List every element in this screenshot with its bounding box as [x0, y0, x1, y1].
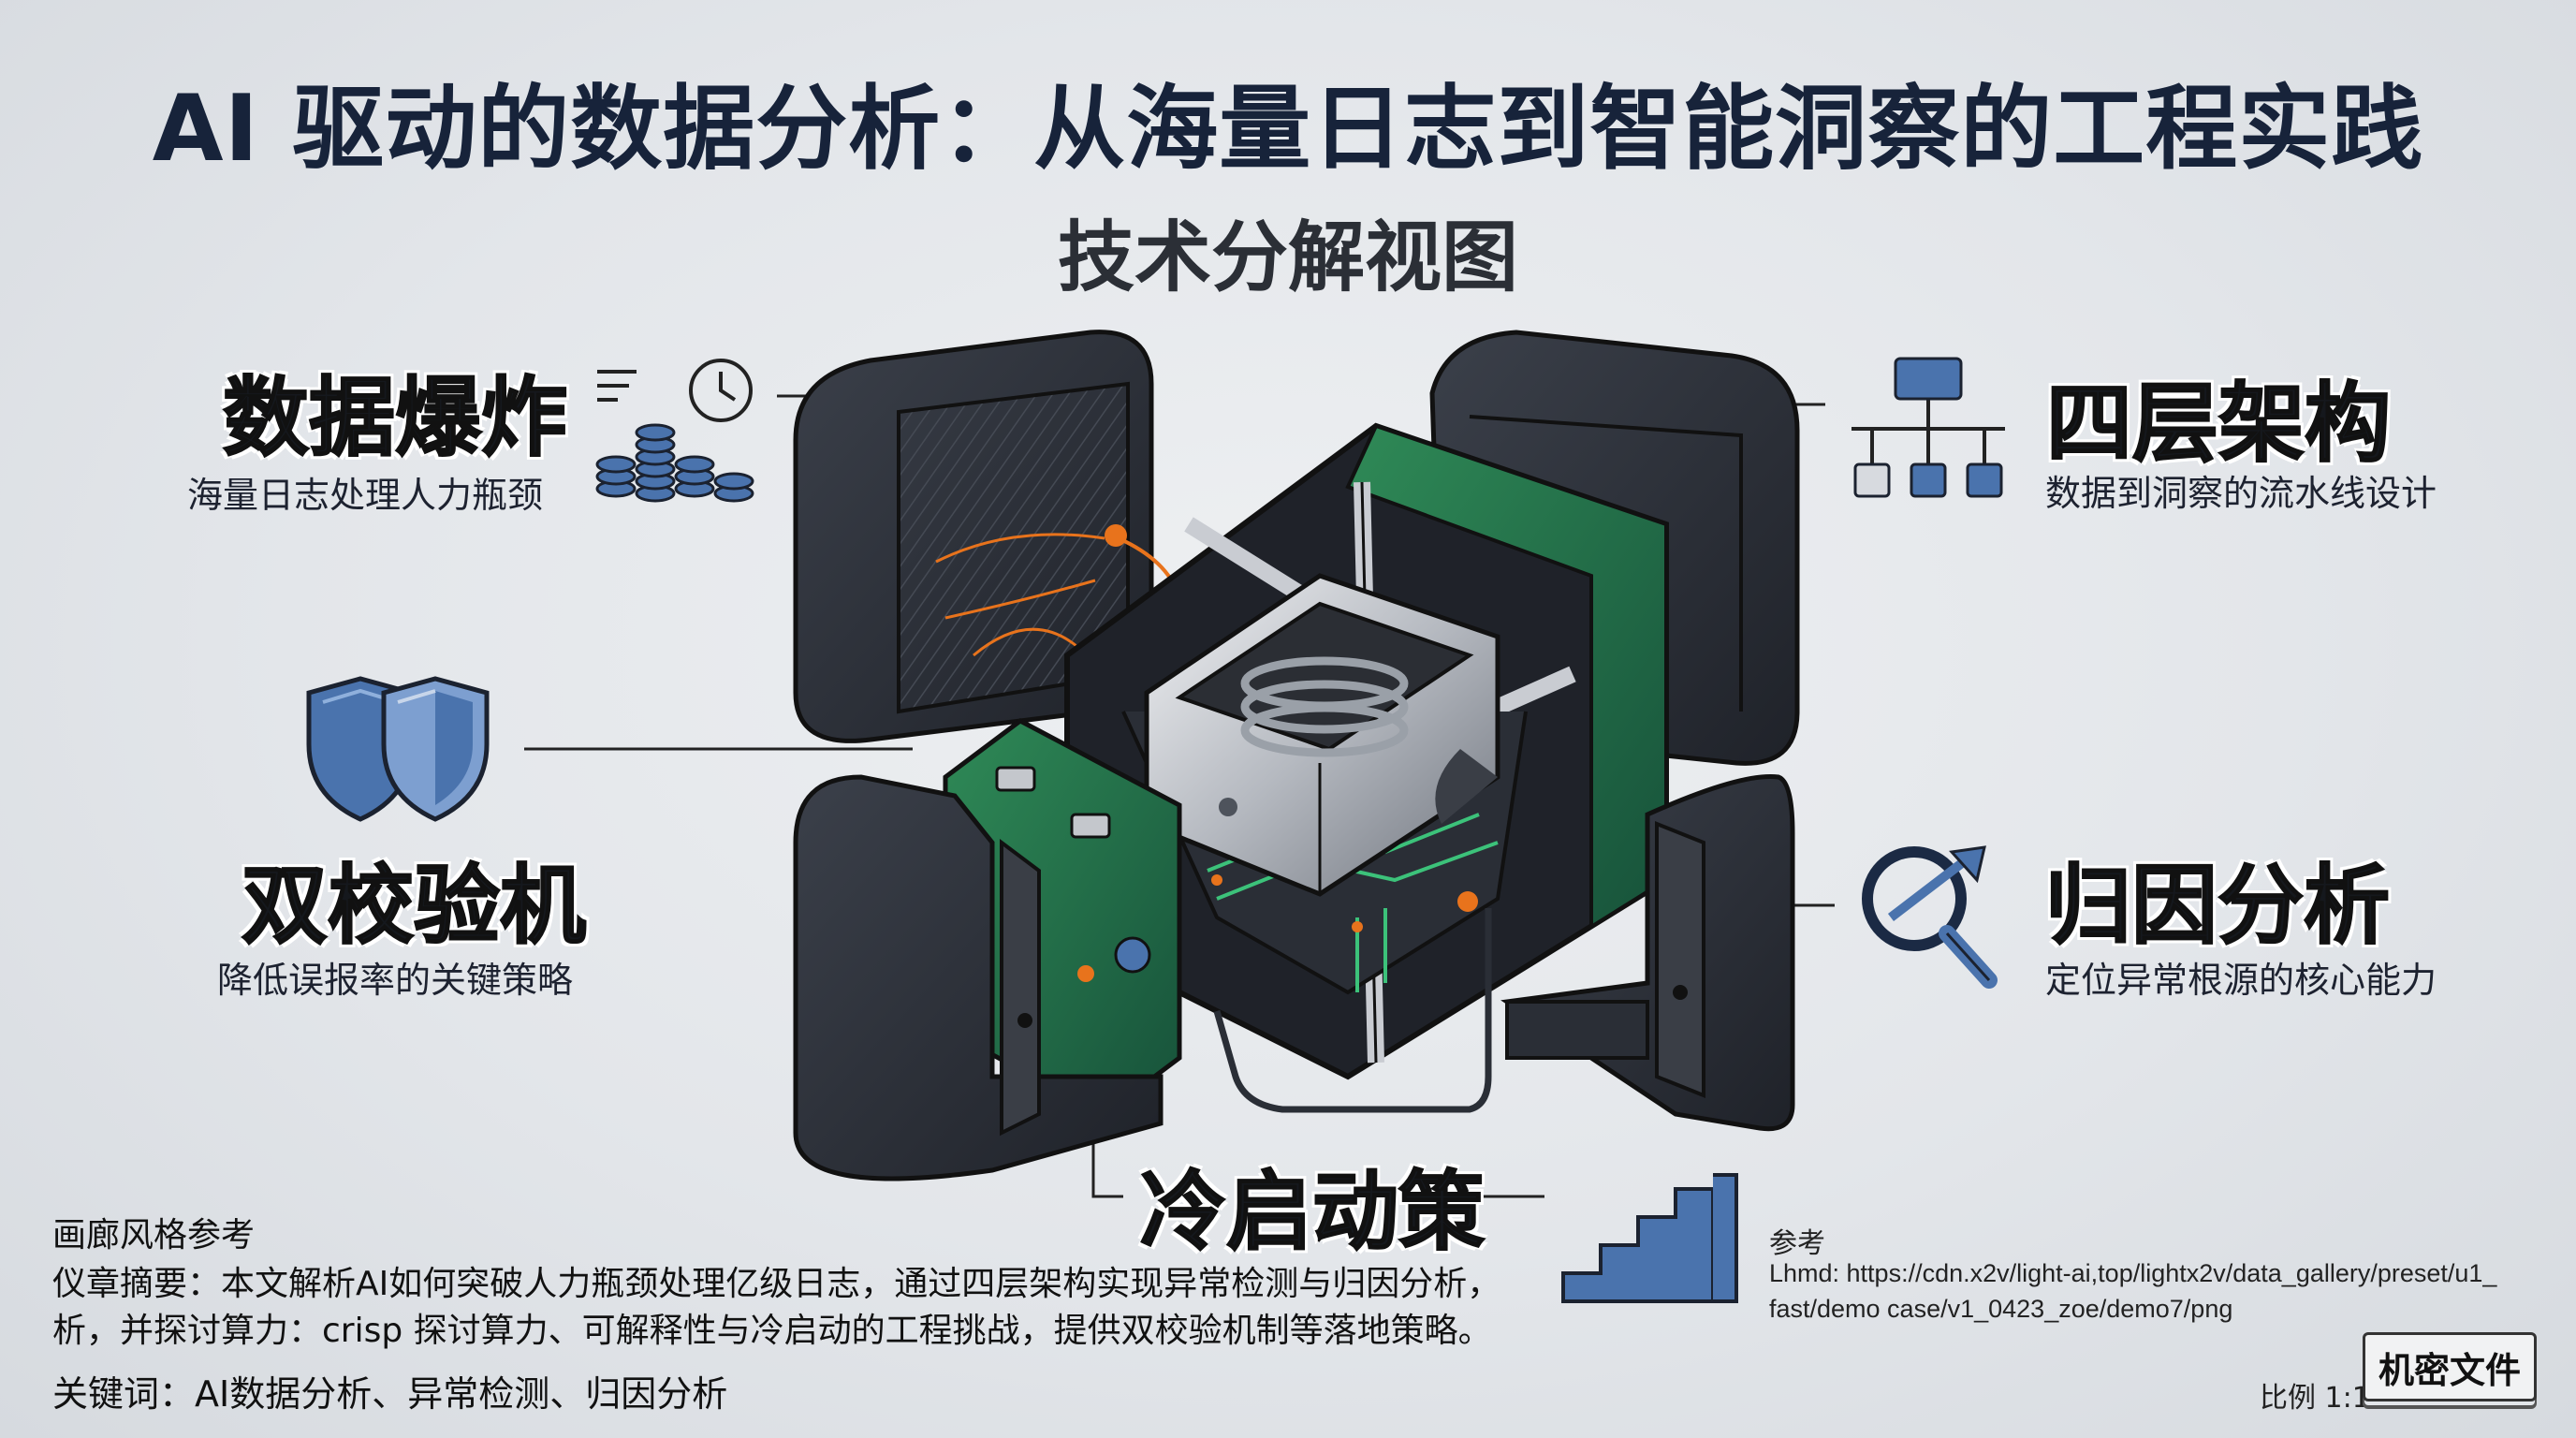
metal-core-module	[1144, 573, 1500, 897]
feature-title-four-layer: 四层架构	[2045, 373, 2392, 475]
abstract-line-1: 仪章摘要：本文解析AI如何突破人力瓶颈处理亿级日志，通过四层架构实现异常检测与归…	[52, 1265, 1501, 1303]
connector-cable	[1213, 908, 1492, 1113]
reference-line-1: Lhmd: https://cdn.x2v/light-ai,top/light…	[1769, 1259, 2497, 1287]
feature-title-attribution: 归因分析	[2044, 855, 2391, 957]
feature-subtitle-data-explosion: 海量日志处理人力瓶颈	[187, 475, 544, 516]
feature-title-dual-check: 双校验机	[241, 855, 587, 957]
feature-subtitle-dual-check: 降低误报率的关键策略	[217, 960, 574, 1001]
bottom-left-shell-panel	[793, 774, 1164, 1181]
feature-title-cold-start: 冷启动策	[1139, 1161, 1486, 1263]
feature-title-data-explosion: 数据爆炸	[222, 367, 568, 469]
feature-subtitle-attribution: 定位异常根源的核心能力	[2045, 960, 2437, 1001]
keywords-line: 关键词：AI数据分析、异常检测、归因分析	[52, 1373, 728, 1415]
page-title: AI 驱动的数据分析：从海量日志到智能洞察的工程实践	[152, 76, 2424, 183]
bottom-right-shell-panel	[1500, 774, 1795, 1132]
reference-heading: 参考	[1769, 1228, 1825, 1259]
scale-label: 比例 1:1	[2260, 1382, 2370, 1415]
hierarchy-tree-icon	[1852, 357, 2005, 498]
abstract-line-2: 析，并探讨算力：crisp 探讨算力、可解释性与冷启动的工程挑战，提供双校验机制…	[52, 1312, 1492, 1350]
page-subtitle: 技术分解视图	[1057, 213, 1518, 302]
feature-subtitle-four-layer: 数据到洞察的流水线设计	[2045, 473, 2437, 514]
staircase-icon	[1561, 1173, 1738, 1303]
style-reference-label: 画廊风格参考	[52, 1216, 256, 1255]
magnifier-arrow-icon	[1862, 845, 1998, 989]
reference-line-2: fast/demo case/v1_0423_zoe/demo7/png	[1769, 1295, 2233, 1323]
coin-stack-clock-icon	[595, 359, 754, 503]
confidential-stamp: 机密文件	[2363, 1332, 2537, 1401]
double-shield-icon	[306, 676, 490, 822]
